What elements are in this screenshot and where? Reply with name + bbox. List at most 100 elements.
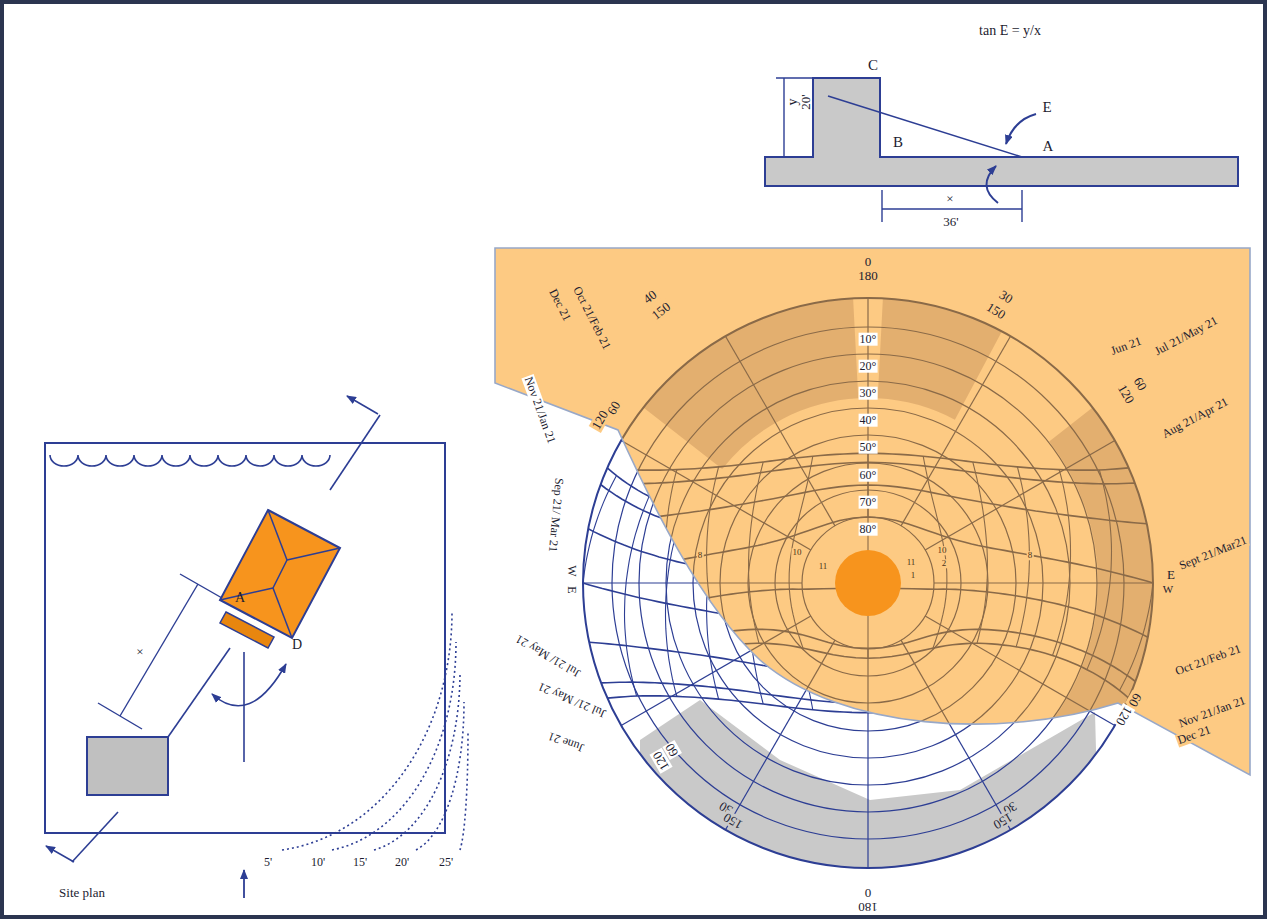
- label: A: [234, 591, 246, 606]
- hour-line: [707, 467, 720, 647]
- angle-arrow: [986, 166, 998, 203]
- sun-path-chart: [495, 248, 1250, 900]
- roof-hip: [273, 588, 292, 638]
- dimension-tick: [881, 190, 882, 222]
- label: 30°: [859, 387, 878, 400]
- hour-line: [923, 456, 947, 648]
- label: Site plan: [58, 886, 106, 900]
- north-arrow: [243, 870, 245, 898]
- azimuth-line: [621, 616, 811, 726]
- hour-line: [789, 456, 813, 648]
- hour-number: 10: [937, 546, 948, 555]
- overlay-edge: [495, 248, 1250, 775]
- contour-line: [374, 672, 460, 850]
- label: Jul 21/ May 21: [535, 680, 608, 721]
- label: 180: [857, 269, 879, 283]
- shade-group: [643, 298, 1153, 758]
- altitude-ring: [639, 354, 1097, 812]
- label: 20°: [859, 360, 878, 373]
- roof-hip: [287, 548, 340, 560]
- label: 40°: [859, 414, 878, 427]
- section-line: [330, 415, 380, 490]
- label: E: [1041, 100, 1052, 116]
- hour-line: [625, 470, 650, 670]
- dimension-tick: [776, 156, 812, 157]
- obstruction-mask-group: [640, 700, 1100, 900]
- contour-line: [460, 732, 468, 850]
- hour-number: 8: [697, 551, 704, 560]
- extension-line: [180, 574, 222, 598]
- dimension-tick: [776, 77, 812, 78]
- label: 60°: [859, 469, 878, 482]
- porch: [220, 612, 274, 648]
- label: A: [1042, 139, 1055, 155]
- sight-line: [828, 96, 1022, 157]
- hour-number: 11: [818, 562, 829, 571]
- hour-number: 2: [941, 559, 948, 568]
- label: 80°: [859, 523, 878, 536]
- label: tan E = y/x: [978, 24, 1042, 39]
- angle-arrow: [1006, 114, 1036, 144]
- bearing-line: [168, 648, 230, 737]
- hour-line: [1087, 470, 1112, 670]
- dimension-tick: [1021, 190, 1022, 222]
- label: 10°: [859, 333, 878, 346]
- dimension-line: [783, 78, 784, 157]
- ground-and-wall: [765, 78, 1238, 186]
- dimension-line: [882, 208, 1022, 209]
- contour-line: [332, 642, 456, 850]
- azimuth-line: [583, 582, 802, 583]
- section-arrow: [46, 846, 74, 862]
- hour-line: [1053, 470, 1071, 656]
- azimuth-line: [925, 441, 1115, 551]
- section-line: [72, 812, 118, 862]
- hour-line: [973, 462, 988, 643]
- label: y: [786, 98, 801, 107]
- azimuth-line: [867, 649, 868, 868]
- label: 20': [394, 856, 410, 869]
- label: 36': [942, 215, 959, 229]
- azimuth-line: [726, 640, 836, 830]
- hour-number: 10: [792, 548, 803, 557]
- label: B: [892, 135, 904, 151]
- north-line: [243, 652, 245, 762]
- overlay-chart: [583, 298, 1153, 868]
- label: ×: [135, 645, 144, 659]
- label: ×: [945, 192, 954, 206]
- hour-number: 1: [910, 571, 917, 580]
- label: 70°: [859, 496, 878, 509]
- hour-number: 11: [906, 558, 917, 567]
- label: 0: [864, 255, 873, 269]
- label: D: [291, 638, 303, 653]
- hour-line: [583, 476, 617, 583]
- section-arrow: [347, 396, 378, 414]
- angle-arc: [212, 664, 286, 706]
- obstruction-mask: [640, 700, 1100, 900]
- azimuth-line: [583, 582, 802, 583]
- label: 15': [352, 856, 368, 869]
- hour-line: [625, 496, 650, 696]
- contour-line: [416, 702, 464, 850]
- label: June 21: [546, 729, 587, 754]
- roof-hip: [268, 510, 287, 560]
- azimuth-line: [934, 582, 1153, 583]
- azimuth-line: [901, 640, 1011, 830]
- label: Sep 21/ Mar 21: [546, 476, 565, 553]
- label: 10': [310, 856, 326, 869]
- hour-line: [666, 470, 684, 656]
- neighbour-building: [87, 737, 168, 795]
- label: W: [1162, 584, 1174, 596]
- contour-line: [282, 612, 452, 850]
- label: 20': [799, 93, 813, 110]
- zenith-disc: [835, 550, 901, 616]
- hour-line: [1120, 583, 1154, 690]
- dimension-tick: [98, 703, 142, 729]
- label: W: [566, 564, 579, 577]
- roof-ridge: [273, 560, 287, 588]
- shaded-sector: [878, 298, 1002, 419]
- dimension-line: [120, 584, 198, 716]
- label: E: [566, 585, 579, 594]
- label: C: [867, 58, 879, 74]
- label: 180: [857, 900, 879, 914]
